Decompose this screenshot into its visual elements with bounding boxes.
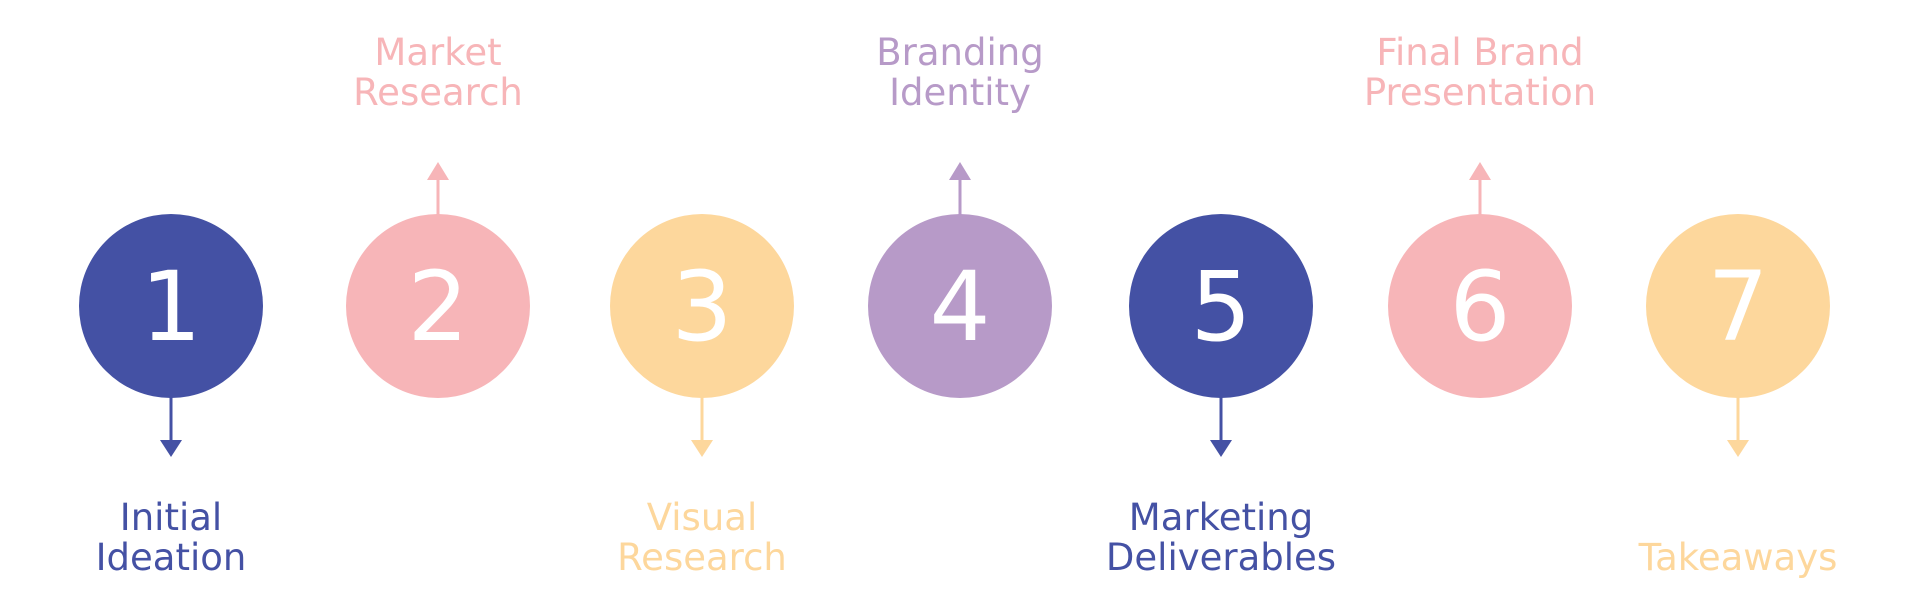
step-circle-shape	[346, 214, 530, 398]
step-label-line: Initial	[120, 496, 222, 539]
step-label-line: Deliverables	[1106, 536, 1336, 579]
step-label-line: Visual	[647, 496, 757, 539]
step-label-line: Identity	[889, 71, 1031, 114]
step-label-line: Research	[353, 71, 523, 114]
step-label-line: Takeaways	[1638, 536, 1838, 579]
step-label-line: Presentation	[1364, 71, 1596, 114]
step-label: Takeaways	[1638, 536, 1838, 579]
step-label-line: Marketing	[1129, 496, 1313, 539]
arrow-up-icon	[1469, 162, 1491, 216]
arrow-down-icon	[1727, 396, 1749, 457]
step-label-line: Ideation	[96, 536, 247, 579]
step-number: 1	[140, 251, 201, 363]
step-number: 6	[1449, 251, 1510, 363]
arrow-up-icon	[427, 162, 449, 216]
step-number: 2	[407, 251, 468, 363]
step-circle-shape	[1646, 214, 1830, 398]
step-circle-shape	[1129, 214, 1313, 398]
arrow-down-icon	[691, 396, 713, 457]
step-label-line: Research	[617, 536, 787, 579]
arrow-down-icon	[1210, 396, 1232, 457]
step-number: 3	[671, 251, 732, 363]
step-label-line: Market	[374, 31, 501, 74]
arrow-up-icon	[949, 162, 971, 216]
arrow-down-icon	[160, 396, 182, 457]
step-number: 5	[1190, 251, 1251, 363]
step-label-line: Final Brand	[1376, 31, 1583, 74]
step-circle-shape	[79, 214, 263, 398]
step-label-line: Branding	[876, 31, 1043, 74]
step-circle-shape	[868, 214, 1052, 398]
step-number: 4	[929, 251, 990, 363]
step-circle-shape	[610, 214, 794, 398]
step-circle-shape	[1388, 214, 1572, 398]
step-number: 7	[1707, 251, 1768, 363]
